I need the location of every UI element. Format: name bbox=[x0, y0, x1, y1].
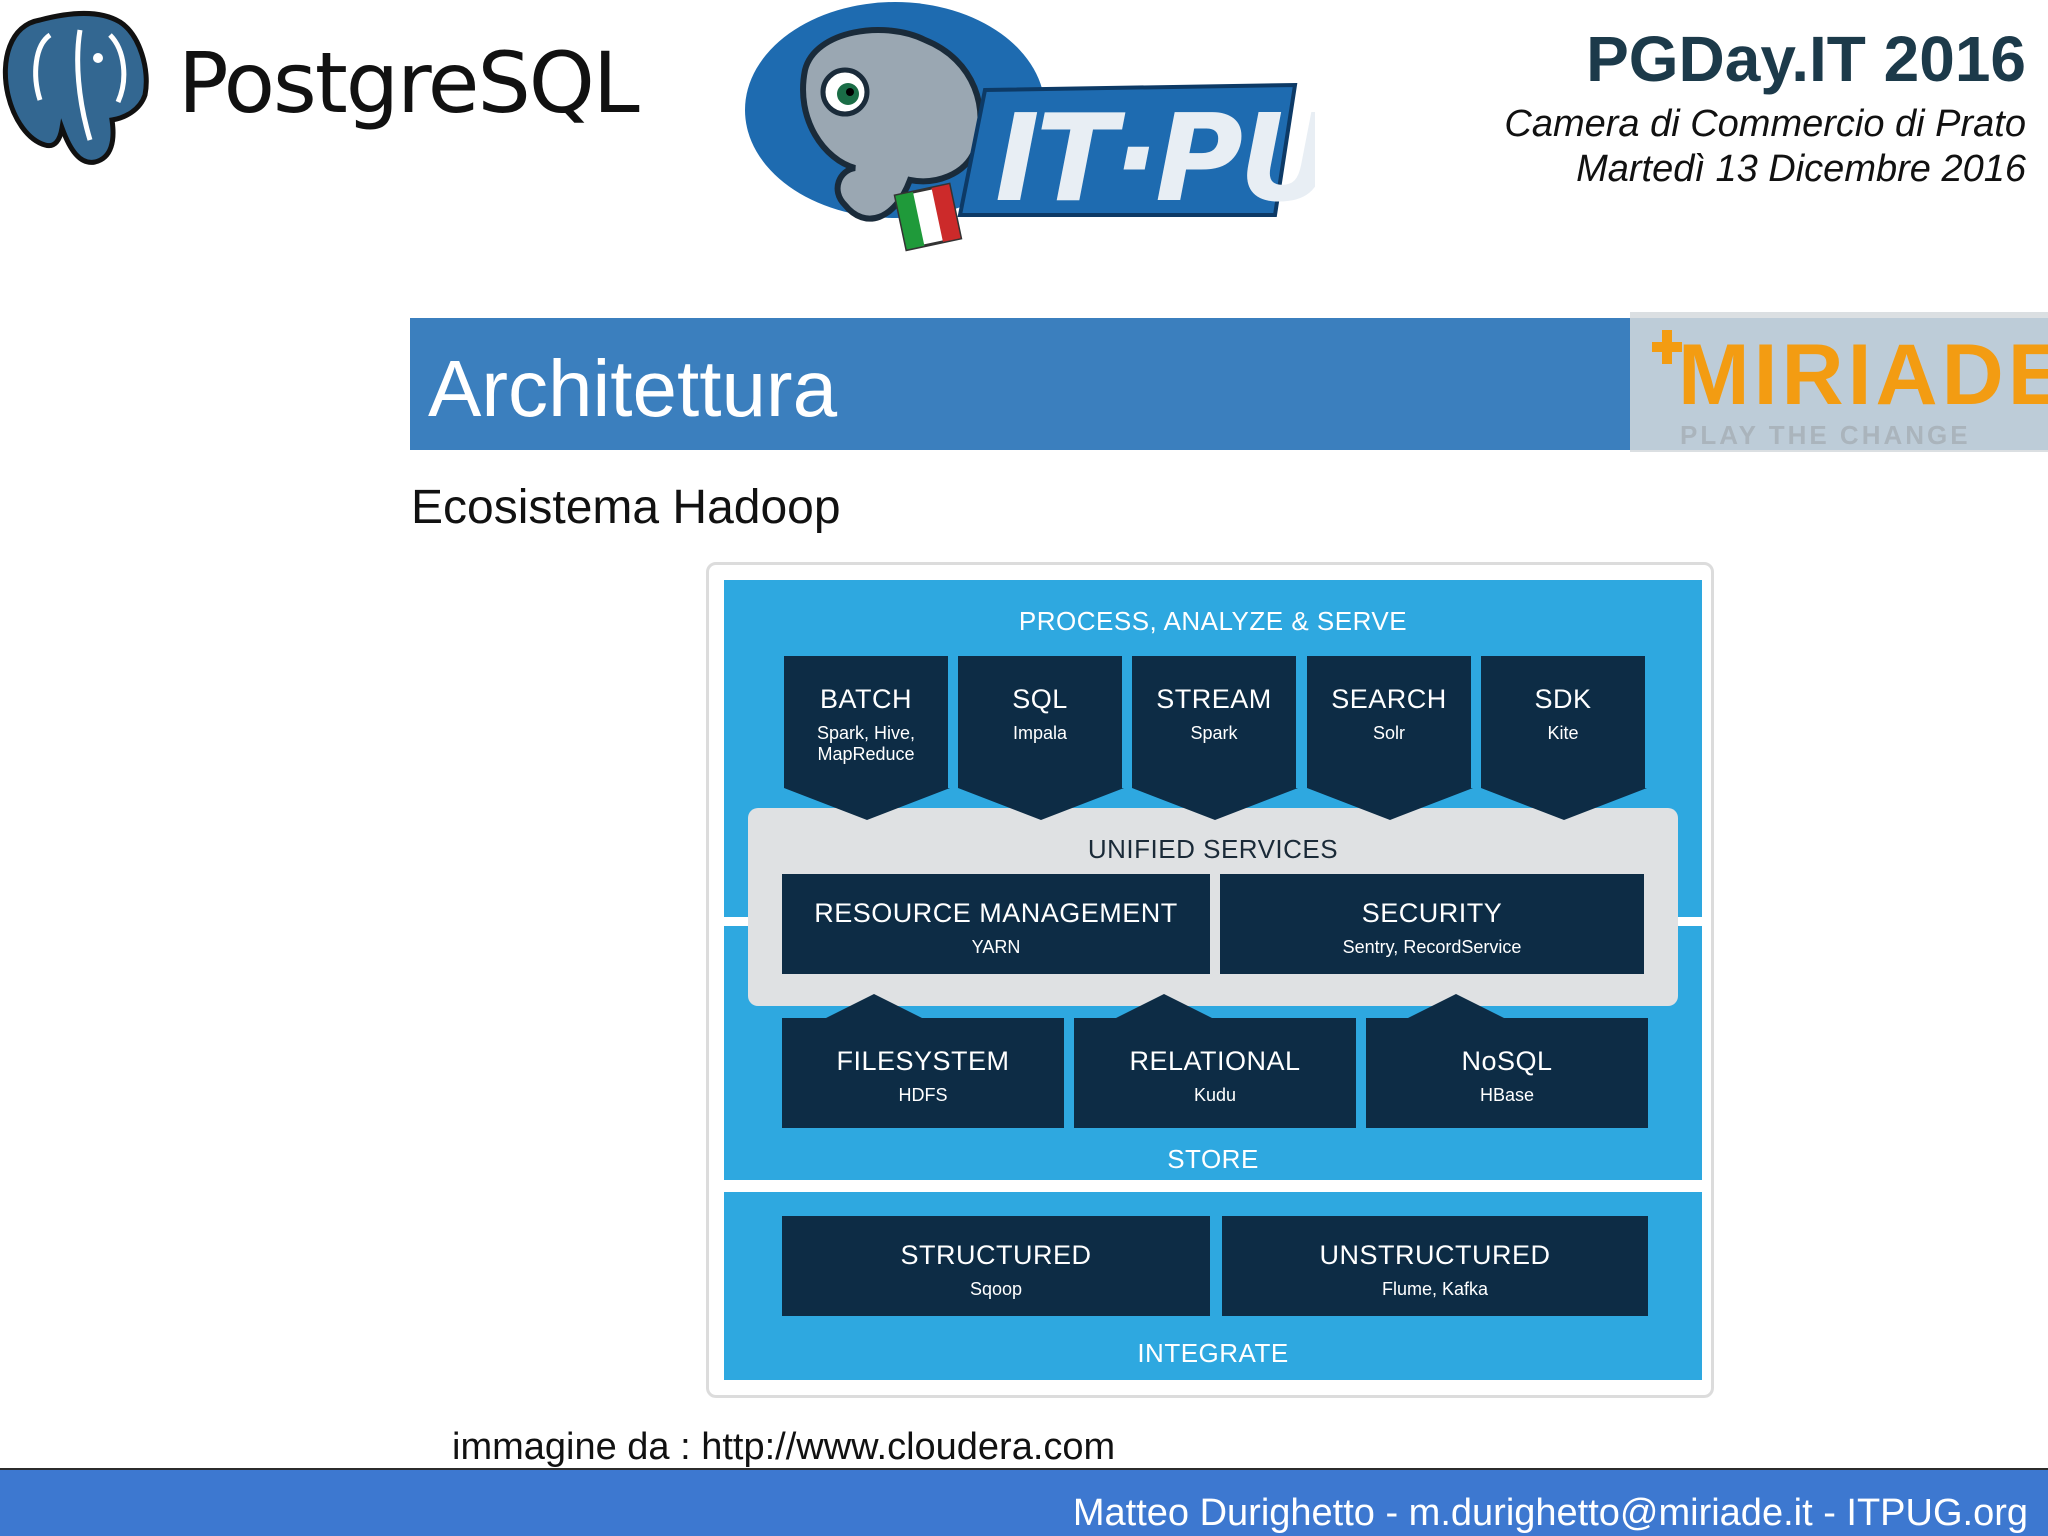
resource-management-sub: YARN bbox=[971, 937, 1021, 957]
structured-box: STRUCTURED Sqoop bbox=[782, 1216, 1210, 1316]
structured-sub: Sqoop bbox=[969, 1279, 1023, 1299]
filesystem-title: FILESYSTEM bbox=[836, 1046, 1010, 1076]
event-title: PGDay.IT 2016 bbox=[1586, 23, 2026, 95]
batch-sub: Spark, Hive,MapReduce bbox=[816, 723, 916, 764]
security-sub: Sentry, RecordService bbox=[1342, 937, 1522, 957]
search-title: SEARCH bbox=[1331, 684, 1447, 714]
nosql-sub: HBase bbox=[1479, 1085, 1535, 1105]
security-box: SECURITY Sentry, RecordService bbox=[1220, 874, 1644, 974]
nosql-box: NoSQL HBase bbox=[1366, 1018, 1648, 1128]
elephant-icon bbox=[2, 11, 149, 165]
search-sub: Solr bbox=[1372, 723, 1405, 743]
sql-box: SQL Impala bbox=[958, 656, 1122, 788]
process-label: PROCESS, ANALYZE & SERVE bbox=[1018, 606, 1408, 636]
batch-title: BATCH bbox=[819, 684, 912, 714]
sql-title: SQL bbox=[1012, 684, 1068, 714]
relational-sub: Kudu bbox=[1193, 1085, 1237, 1105]
itpug-elephant-icon bbox=[745, 2, 1045, 252]
slide-title: Architettura bbox=[428, 344, 838, 433]
miriade-plus-icon bbox=[1652, 330, 1682, 364]
integrate-label: INTEGRATE bbox=[1137, 1338, 1289, 1368]
structured-title: STRUCTURED bbox=[900, 1240, 1092, 1270]
slide-subtitle: Ecosistema Hadoop bbox=[411, 481, 841, 534]
postgres-logo-text: PostgreSQL bbox=[178, 34, 640, 132]
resource-management-title: RESOURCE MANAGEMENT bbox=[814, 898, 1178, 928]
batch-box: BATCH Spark, Hive,MapReduce bbox=[784, 656, 948, 788]
unstructured-title: UNSTRUCTURED bbox=[1319, 1240, 1551, 1270]
store-arrows bbox=[824, 994, 1506, 1019]
sql-sub: Impala bbox=[1012, 723, 1068, 743]
sql-arrow-icon bbox=[958, 788, 1124, 820]
search-arrow-icon bbox=[1307, 788, 1473, 820]
sdk-arrow-icon bbox=[1481, 788, 1647, 820]
miriade-logo: MIRIADE PLAY THE CHANGE bbox=[1630, 312, 2048, 452]
footer-text: Matteo Durighetto - m.durighetto@miriade… bbox=[1072, 1492, 2028, 1534]
event-date: Martedì 13 Dicembre 2016 bbox=[1576, 148, 2026, 190]
stream-title: STREAM bbox=[1156, 684, 1272, 714]
batch-arrow-icon bbox=[784, 788, 950, 820]
relational-box: RELATIONAL Kudu bbox=[1074, 1018, 1356, 1128]
nosql-title: NoSQL bbox=[1461, 1046, 1553, 1076]
sdk-box: SDK Kite bbox=[1481, 656, 1645, 788]
relational-title: RELATIONAL bbox=[1129, 1046, 1301, 1076]
stream-sub: Spark bbox=[1190, 723, 1238, 743]
miriade-logo-text: MIRIADE bbox=[1678, 327, 2048, 423]
footer-bar bbox=[0, 1468, 2048, 1536]
itpug-logo: IT·PUG bbox=[745, 2, 1315, 252]
stream-box: STREAM Spark bbox=[1132, 656, 1296, 788]
process-arrows bbox=[784, 788, 1647, 820]
itpug-logo-text: IT·PUG bbox=[995, 90, 1315, 229]
filesystem-sub: HDFS bbox=[898, 1085, 948, 1105]
stream-arrow-icon bbox=[1132, 788, 1298, 820]
unified-services-label: UNIFIED SERVICES bbox=[1087, 834, 1339, 864]
unstructured-sub: Flume, Kafka bbox=[1381, 1279, 1489, 1299]
relational-arrow-icon bbox=[1114, 994, 1214, 1019]
image-caption: immagine da : http://www.cloudera.com bbox=[452, 1426, 1116, 1468]
sdk-title: SDK bbox=[1534, 684, 1592, 714]
postgresql-logo: PostgreSQL bbox=[2, 11, 642, 165]
nosql-arrow-icon bbox=[1406, 994, 1506, 1019]
security-title: SECURITY bbox=[1361, 898, 1503, 928]
filesystem-arrow-icon bbox=[824, 994, 924, 1019]
unstructured-box: UNSTRUCTURED Flume, Kafka bbox=[1222, 1216, 1648, 1316]
sdk-sub: Kite bbox=[1547, 723, 1579, 743]
search-box: SEARCH Solr bbox=[1307, 656, 1471, 788]
store-label: STORE bbox=[1167, 1144, 1259, 1174]
filesystem-box: FILESYSTEM HDFS bbox=[782, 1018, 1064, 1128]
resource-management-box: RESOURCE MANAGEMENT YARN bbox=[782, 874, 1210, 974]
miriade-tagline: PLAY THE CHANGE bbox=[1680, 420, 1971, 450]
event-venue: Camera di Commercio di Prato bbox=[1504, 103, 2026, 145]
